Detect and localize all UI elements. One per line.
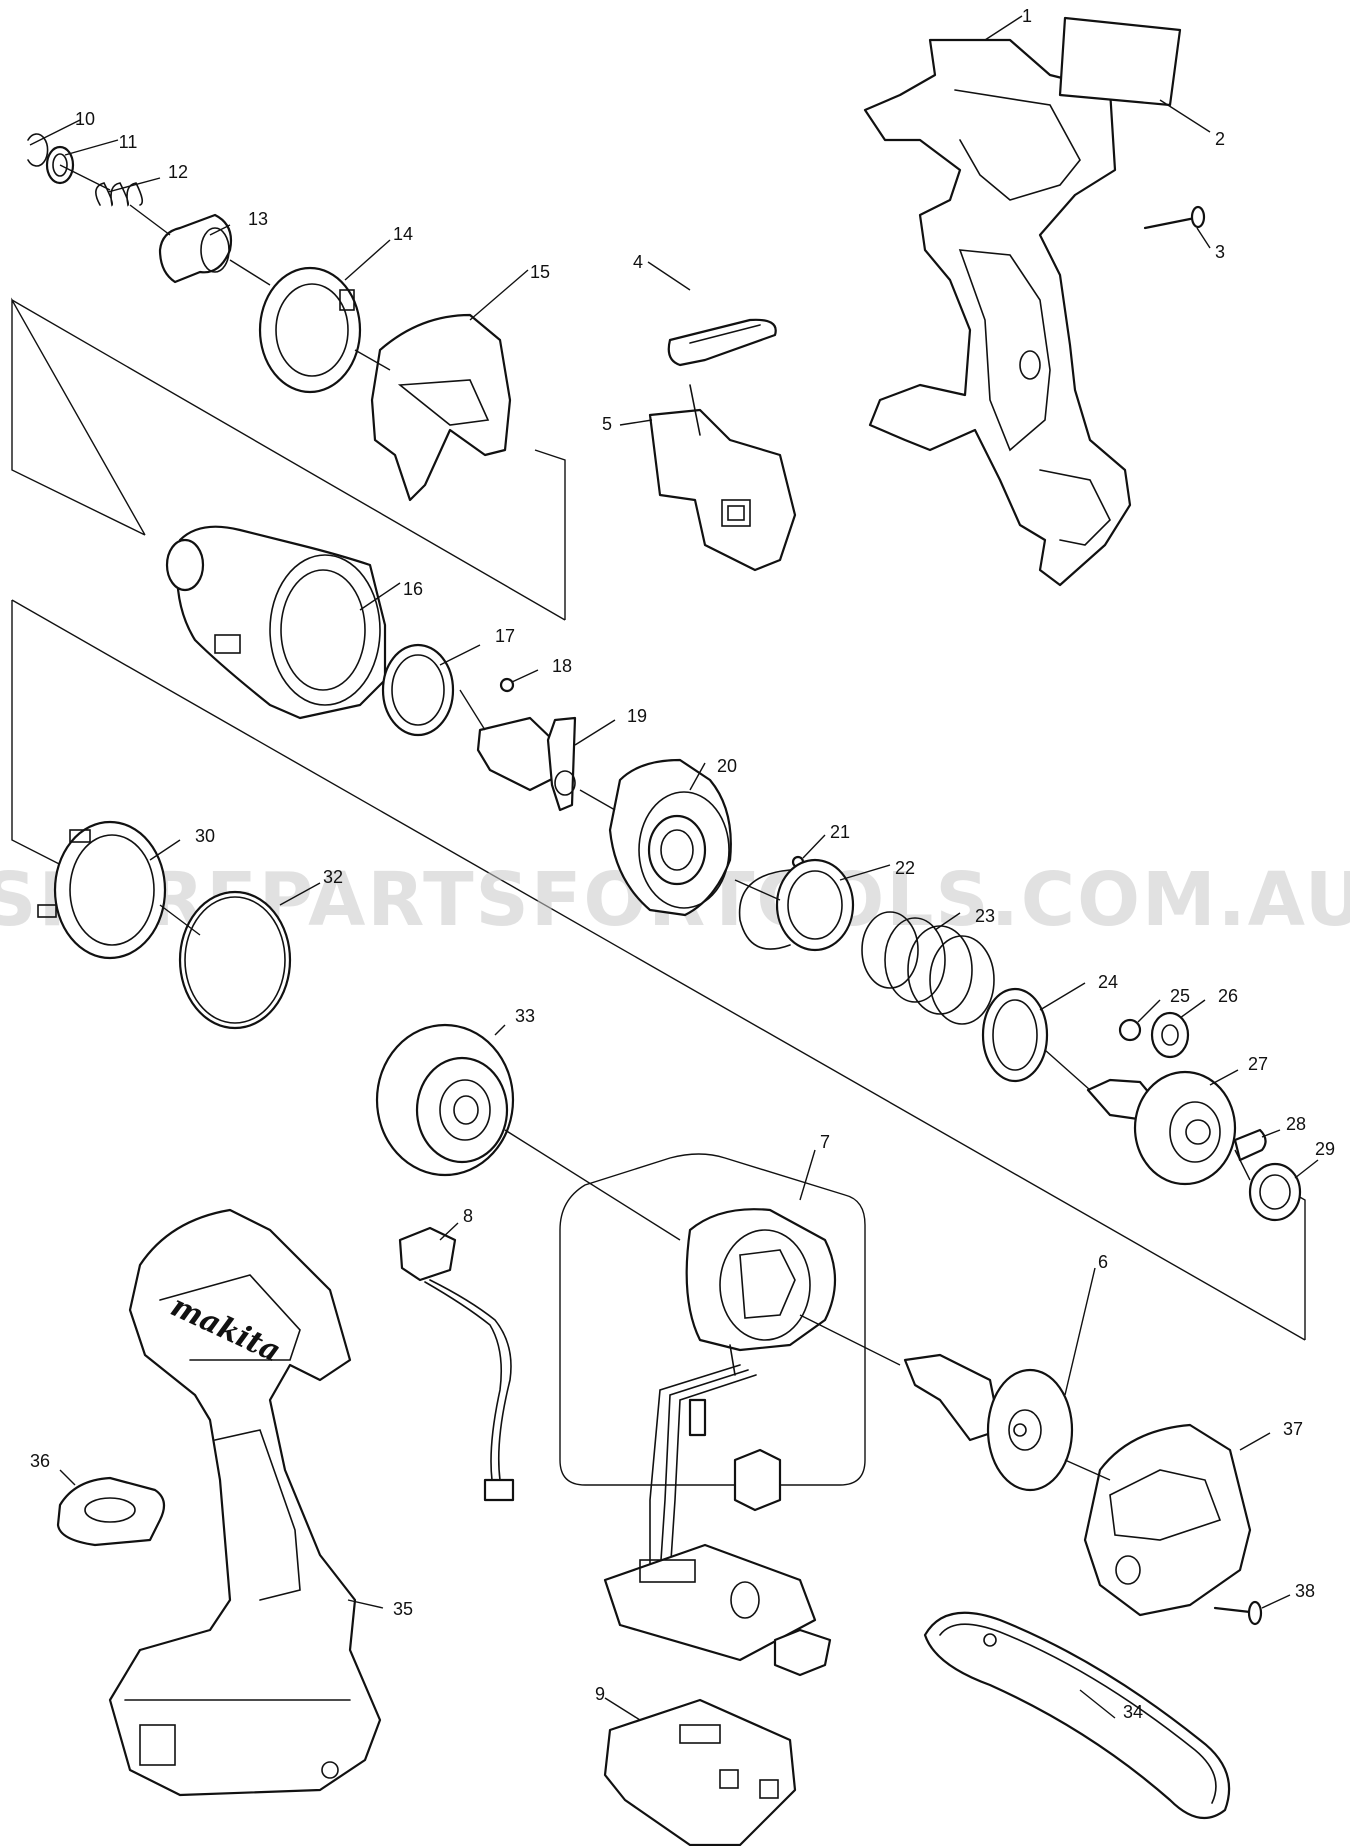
part-28-pin xyxy=(1233,1128,1267,1162)
part-25-steel-ball xyxy=(1118,1018,1142,1042)
callout-part-14: 14 xyxy=(393,224,413,244)
callout-part-38: 38 xyxy=(1295,1581,1315,1601)
callout-part-2: 2 xyxy=(1215,129,1225,149)
callout-part-15: 15 xyxy=(530,262,550,282)
part-1-housing-right xyxy=(863,38,1132,587)
part-26-nut xyxy=(1150,1011,1190,1059)
part-16-hammer-case xyxy=(165,525,387,720)
part-22-flat-washer xyxy=(775,858,855,952)
callout-part-27: 27 xyxy=(1248,1054,1268,1074)
callout-part-7: 7 xyxy=(820,1132,830,1152)
leader-lines xyxy=(29,15,1319,1721)
callout-part-35: 35 xyxy=(393,1599,413,1619)
callout-part-30: 30 xyxy=(195,826,215,846)
part-20-hammer xyxy=(608,758,732,917)
part-36-rubber-badge xyxy=(56,1476,166,1547)
part-24-flat-washer xyxy=(981,987,1049,1083)
callout-part-6: 6 xyxy=(1098,1252,1108,1272)
part-29-flat-washer xyxy=(1248,1162,1302,1222)
callout-part-4: 4 xyxy=(633,252,643,272)
part-37-rear-cover xyxy=(1083,1423,1252,1617)
part-34-strap xyxy=(923,1611,1231,1820)
part-3-screw xyxy=(1143,205,1206,230)
callout-part-3: 3 xyxy=(1215,242,1225,262)
part-2-label-plate xyxy=(1058,16,1182,107)
part-38-screw xyxy=(1213,1600,1263,1626)
callout-part-29: 29 xyxy=(1315,1139,1335,1159)
callout-part-21: 21 xyxy=(830,822,850,842)
part-6-rotor xyxy=(903,1353,1074,1492)
callout-part-9: 9 xyxy=(595,1684,605,1704)
callout-part-36: 36 xyxy=(30,1451,50,1471)
assembly-frame-lines xyxy=(11,297,1306,1486)
part-5-switch-unit xyxy=(648,384,797,572)
callout-part-20: 20 xyxy=(717,756,737,776)
callout-part-24: 24 xyxy=(1098,972,1118,992)
part-19-anvil xyxy=(476,716,577,812)
part-4-switch-lever xyxy=(667,318,777,367)
callout-part-18: 18 xyxy=(552,656,572,676)
callout-part-1: 1 xyxy=(1022,6,1032,26)
part-10-retaining-ring xyxy=(27,133,49,167)
callout-part-19: 19 xyxy=(627,706,647,726)
callout-part-16: 16 xyxy=(403,579,423,599)
callout-part-25: 25 xyxy=(1170,986,1190,1006)
callout-part-17: 17 xyxy=(495,626,515,646)
callout-part-22: 22 xyxy=(895,858,915,878)
part-35-housing-left: makita xyxy=(108,1208,382,1797)
callout-part-10: 10 xyxy=(75,109,95,129)
part-12-compression-spring xyxy=(95,182,144,207)
part-33-internal-gear xyxy=(375,1023,515,1177)
part-13-sleeve xyxy=(158,213,233,284)
part-14-ring-plate xyxy=(258,266,362,394)
part-18-steel-ball xyxy=(499,677,515,693)
part-7-controller-board xyxy=(603,1364,832,1677)
callout-part-11: 11 xyxy=(119,132,138,152)
callout-part-13: 13 xyxy=(248,209,268,229)
part-32-o-ring xyxy=(178,890,292,1030)
callout-part-34: 34 xyxy=(1123,1702,1143,1722)
callout-part-12: 12 xyxy=(168,162,188,182)
part-8-led-circuit xyxy=(398,1226,515,1502)
callout-part-8: 8 xyxy=(463,1206,473,1226)
part-30-bearing-retainer xyxy=(37,820,167,960)
part-9-terminal-block xyxy=(603,1698,797,1846)
part-7-stator xyxy=(685,1208,837,1376)
callout-part-37: 37 xyxy=(1283,1419,1303,1439)
callout-part-5: 5 xyxy=(602,414,612,434)
callout-part-23: 23 xyxy=(975,906,995,926)
callout-part-28: 28 xyxy=(1286,1114,1306,1134)
part-17-thrust-washer xyxy=(381,643,455,737)
callout-numbers: 1 2 3 4 5 6 7 8 9 10 11 12 13 14 15 16 1… xyxy=(30,6,1335,1722)
callout-part-33: 33 xyxy=(515,1006,535,1026)
callout-part-32: 32 xyxy=(323,867,343,887)
part-27-spindle xyxy=(1086,1070,1237,1186)
callout-part-26: 26 xyxy=(1218,986,1238,1006)
part-15-hammer-case-cover xyxy=(370,313,512,502)
